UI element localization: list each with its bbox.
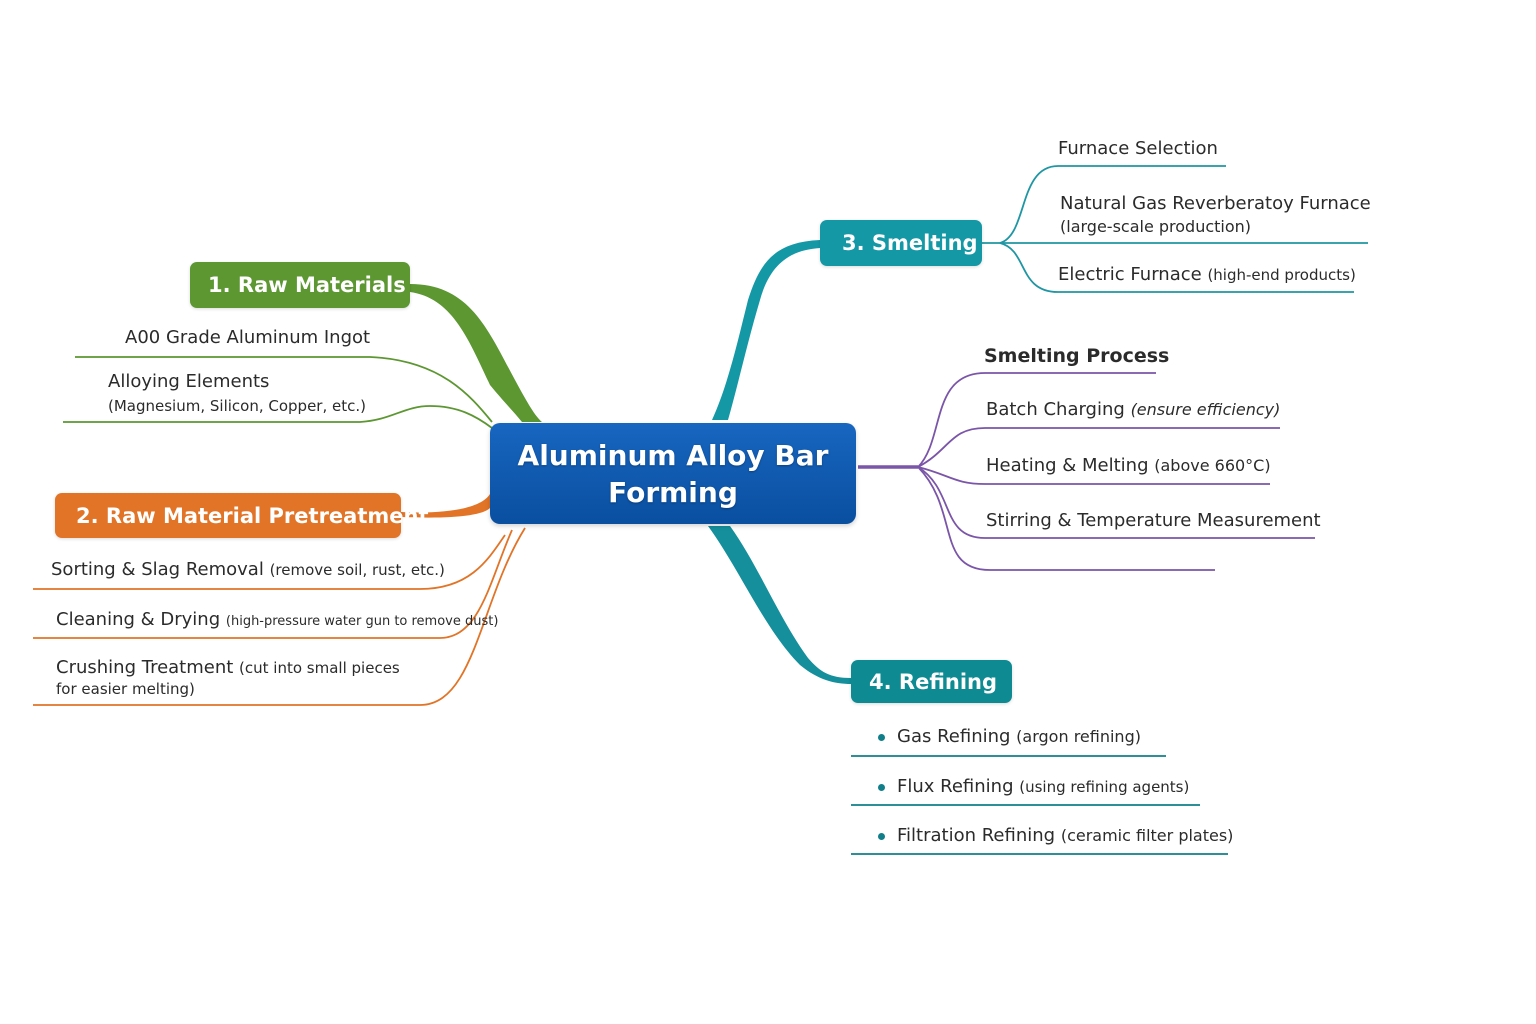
raw-item-a00-ingot[interactable]: A00 Grade Aluminum Ingot bbox=[125, 327, 370, 349]
center-node[interactable]: Aluminum Alloy Bar Forming bbox=[490, 423, 856, 524]
pre-item-note: (remove soil, rust, etc.) bbox=[269, 561, 445, 579]
line-smelting-process bbox=[917, 372, 1156, 468]
process-item-main: Stirring & Temperature Measurement bbox=[986, 510, 1321, 531]
refining-item-main: Gas Refining bbox=[897, 726, 1011, 747]
line-cleaning bbox=[33, 529, 513, 639]
process-item-note: (above 660°C) bbox=[1154, 456, 1271, 475]
pre-item-note: (cut into small pieces bbox=[239, 659, 400, 677]
smelting-process-title[interactable]: Smelting Process bbox=[984, 345, 1170, 367]
line-alloying-elements bbox=[63, 405, 493, 429]
bullet-icon bbox=[878, 734, 885, 741]
branch-smelting bbox=[712, 240, 820, 420]
bullet-icon bbox=[878, 784, 885, 791]
process-item-note: (ensure efficiency) bbox=[1130, 400, 1281, 419]
pre-item-main: Sorting & Slag Removal bbox=[51, 559, 264, 580]
process-item-main: Batch Charging bbox=[986, 399, 1125, 420]
pre-item-sorting[interactable]: Sorting & Slag Removal (remove soil, rus… bbox=[51, 559, 445, 581]
furnace-item-note: (high-end products) bbox=[1207, 266, 1356, 284]
refining-item-main: Flux Refining bbox=[897, 776, 1014, 797]
raw-item-main: A00 Grade Aluminum Ingot bbox=[125, 327, 371, 348]
pre-item-crushing[interactable]: Crushing Treatment (cut into small piece… bbox=[56, 657, 400, 679]
raw-item-alloying-sub: (Magnesium, Silicon, Copper, etc.) bbox=[108, 397, 366, 415]
refining-item-note: (argon refining) bbox=[1016, 727, 1141, 746]
line-electric-furnace bbox=[999, 242, 1354, 293]
line-heating bbox=[917, 466, 1270, 485]
furnace-item-gas[interactable]: Natural Gas Reverberatoy Furnace bbox=[1060, 193, 1371, 215]
process-item-main: Heating & Melting bbox=[986, 455, 1149, 476]
refining-item-gas[interactable]: Gas Refining (argon refining) bbox=[897, 726, 1141, 748]
branch-raw-materials bbox=[410, 284, 542, 422]
pre-item-cleaning[interactable]: Cleaning & Drying (high-pressure water g… bbox=[56, 609, 498, 633]
raw-materials-node[interactable]: 1. Raw Materials bbox=[190, 262, 410, 308]
refining-item-main: Filtration Refining bbox=[897, 825, 1056, 846]
furnace-item-main: Natural Gas Reverberatoy Furnace bbox=[1060, 193, 1371, 214]
pretreatment-node[interactable]: 2. Raw Material Pretreatment bbox=[55, 493, 429, 538]
raw-item-alloying[interactable]: Alloying Elements bbox=[108, 371, 269, 393]
pre-item-main: Cleaning & Drying bbox=[56, 609, 221, 630]
pre-item-crushing-line2: for easier melting) bbox=[56, 680, 195, 698]
line-process-extra bbox=[917, 466, 1215, 571]
refining-item-flux[interactable]: Flux Refining (using refining agents) bbox=[897, 776, 1189, 798]
line-stirring bbox=[917, 466, 1315, 539]
refining-node[interactable]: 4. Refining bbox=[851, 660, 1012, 703]
refining-item-note: (ceramic filter plates) bbox=[1060, 826, 1234, 845]
refining-item-note: (using refining agents) bbox=[1019, 778, 1190, 796]
branch-refining bbox=[708, 526, 851, 684]
process-item-batch[interactable]: Batch Charging (ensure efficiency) bbox=[986, 399, 1280, 421]
line-a00-ingot bbox=[75, 356, 493, 423]
furnace-item-gas-sub: (large-scale production) bbox=[1060, 217, 1252, 236]
line-crushing bbox=[33, 527, 526, 706]
furnace-item-electric[interactable]: Electric Furnace (high-end products) bbox=[1058, 264, 1356, 286]
furnace-item-main: Electric Furnace bbox=[1058, 264, 1202, 285]
bullet-icon bbox=[878, 833, 885, 840]
center-title-line1: Aluminum Alloy Bar bbox=[517, 438, 829, 472]
center-title-line2: Forming bbox=[608, 475, 738, 509]
pre-item-main: Crushing Treatment bbox=[56, 657, 234, 678]
refining-item-filtration[interactable]: Filtration Refining (ceramic filter plat… bbox=[897, 825, 1233, 847]
line-sorting bbox=[33, 534, 506, 590]
line-batch-charging bbox=[917, 427, 1280, 468]
branch-pretreatment bbox=[401, 494, 490, 518]
smelting-node[interactable]: 3. Smelting bbox=[820, 220, 982, 266]
pre-item-note: (high-pressure water gun to remove dust) bbox=[225, 614, 499, 629]
raw-item-main: Alloying Elements bbox=[108, 371, 270, 392]
process-item-stirring[interactable]: Stirring & Temperature Measurement bbox=[986, 510, 1321, 532]
line-furnace-selection bbox=[999, 165, 1226, 244]
process-item-heating[interactable]: Heating & Melting (above 660°C) bbox=[986, 455, 1271, 477]
furnace-selection-title[interactable]: Furnace Selection bbox=[1058, 138, 1218, 159]
